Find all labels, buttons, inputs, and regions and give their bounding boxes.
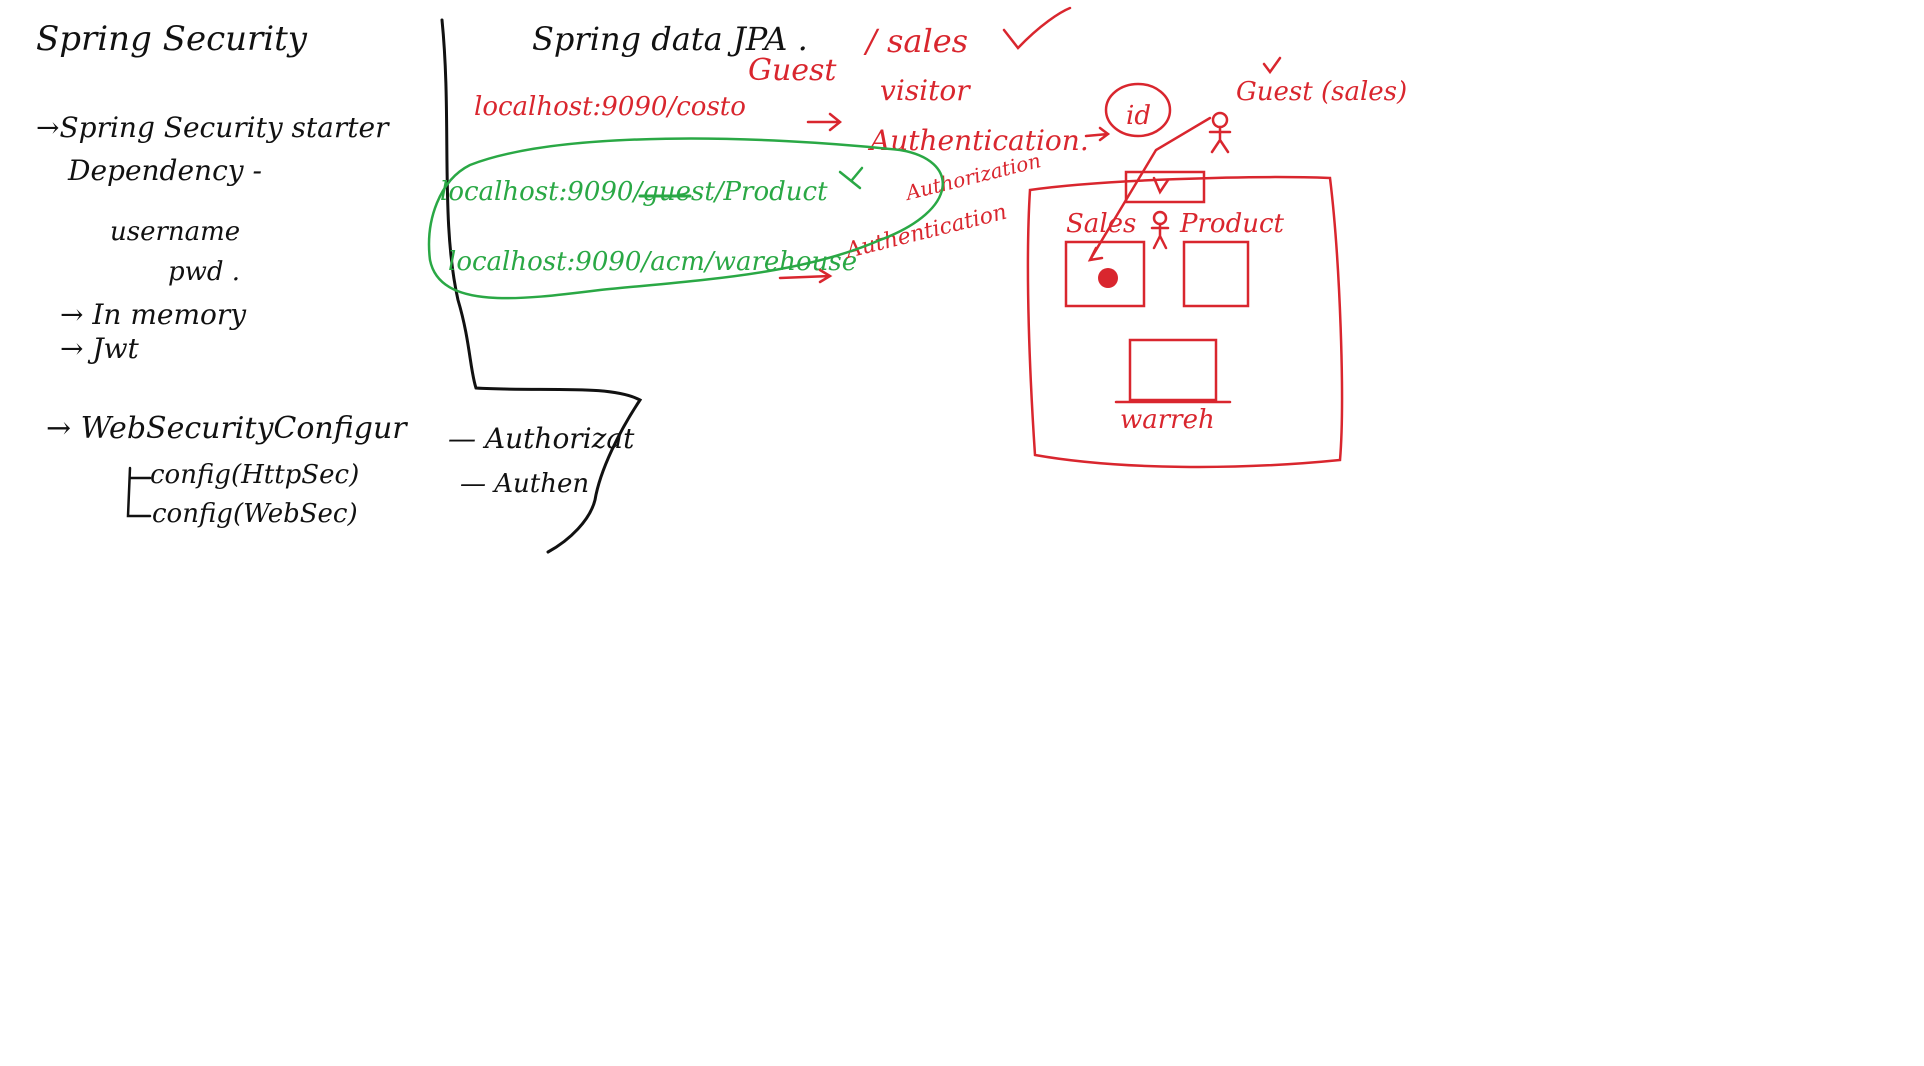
sales-label: Sales bbox=[1066, 209, 1136, 239]
note-dependency: Dependency - bbox=[67, 154, 262, 187]
url-root: localhost:9090/costo bbox=[474, 92, 746, 122]
note-authentication: — Authen bbox=[460, 469, 589, 499]
label-authentication-arrow: Authentication. bbox=[867, 124, 1089, 157]
note-pwd: pwd . bbox=[168, 257, 240, 287]
note-config-web: config(WebSec) bbox=[152, 499, 358, 529]
green-arrow-2 bbox=[778, 268, 833, 284]
warehouse-box bbox=[1128, 338, 1218, 402]
product-box bbox=[1182, 240, 1250, 308]
id-badge-circle bbox=[1104, 82, 1172, 138]
label-sales: / sales bbox=[863, 22, 968, 60]
right-diagram bbox=[1026, 56, 1344, 469]
divider-line bbox=[440, 18, 643, 554]
outer-box bbox=[1026, 175, 1344, 469]
right-diagram-labels: id Guest (sales) Sales Product warreh bbox=[1066, 77, 1407, 435]
product-label: Product bbox=[1179, 209, 1285, 239]
label-guest: Guest bbox=[748, 53, 837, 88]
top-box bbox=[1124, 170, 1206, 204]
note-authorization: — Authorizat bbox=[448, 422, 635, 455]
warehouse-label: warreh bbox=[1120, 405, 1215, 435]
note-starter: →Spring Security starter bbox=[36, 111, 390, 144]
note-websecurity: → WebSecurityConfigur bbox=[46, 411, 408, 446]
note-in-memory: → In memory bbox=[60, 298, 247, 331]
arrow-to-id bbox=[1084, 126, 1111, 142]
note-config-http: config(HttpSec) bbox=[150, 460, 359, 490]
config-bracket bbox=[126, 466, 152, 518]
sales-marker bbox=[1098, 268, 1118, 288]
note-jwt: → Jwt bbox=[60, 332, 140, 365]
person-figure-head bbox=[1152, 210, 1168, 226]
title-spring-data-jpa: Spring data JPA . bbox=[532, 20, 808, 58]
guest-figure-body bbox=[1208, 125, 1232, 154]
arrow-to-visitor bbox=[806, 112, 843, 132]
guest-arrow bbox=[1087, 116, 1212, 262]
check-mark bbox=[1002, 6, 1072, 50]
url-warehouse: localhost:9090/acm/warehouse bbox=[448, 247, 857, 277]
id-badge-label: id bbox=[1126, 101, 1151, 131]
label-visitor: visitor bbox=[880, 74, 971, 107]
label-authentication: Authentication bbox=[841, 200, 1009, 265]
guest-sales-label: Guest (sales) bbox=[1236, 77, 1407, 107]
note-username: username bbox=[110, 217, 240, 247]
title-spring-security: Spring Security bbox=[36, 19, 308, 59]
green-arrow-1 bbox=[838, 166, 864, 190]
url-guest-product: localhost:9090/guest/Product bbox=[440, 177, 828, 207]
left-notes: Spring Security →Spring Security starter… bbox=[36, 19, 635, 529]
guest-figure-head bbox=[1211, 111, 1229, 129]
top-box-arrow bbox=[1152, 176, 1170, 195]
guest-check bbox=[1262, 56, 1282, 75]
sales-box bbox=[1064, 240, 1146, 308]
person-figure-body bbox=[1150, 222, 1170, 250]
green-url-loop bbox=[427, 137, 945, 300]
